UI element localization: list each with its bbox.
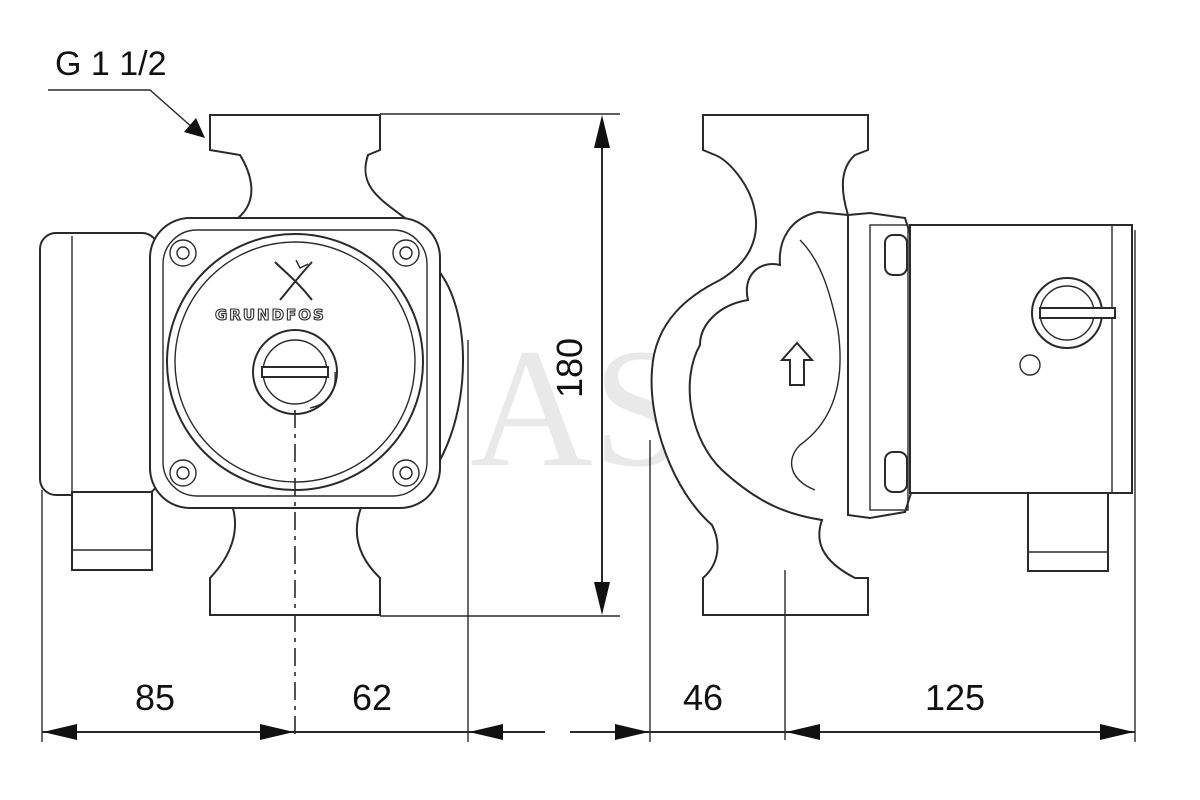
front-cable-gland bbox=[71, 491, 153, 571]
flow-direction-arrow-icon bbox=[779, 341, 815, 386]
watermark-text: AS bbox=[470, 314, 687, 502]
side-flange-clip-bottom bbox=[884, 451, 908, 493]
dimension-side-left-label: 46 bbox=[683, 677, 723, 718]
front-screw-bottom-right bbox=[392, 459, 420, 487]
brand-name-text: GRUNDFOS bbox=[215, 306, 326, 324]
dimension-front-right: 62 bbox=[295, 677, 545, 740]
dimension-side-right: 125 bbox=[785, 677, 1135, 740]
side-indicator-light-icon bbox=[1019, 354, 1041, 376]
front-vent-plug-slot bbox=[261, 366, 329, 378]
front-rotation-arrow-icon bbox=[309, 371, 336, 409]
dimension-height: 180 bbox=[380, 113, 620, 617]
side-flange-clip-top bbox=[884, 234, 908, 276]
side-vent-plug-slot bbox=[1039, 307, 1116, 319]
front-terminal-box bbox=[39, 232, 159, 496]
dimension-side-right-label: 125 bbox=[925, 677, 985, 718]
dimension-side-left: 46 bbox=[570, 677, 785, 740]
connection-leader-line bbox=[48, 89, 194, 129]
side-flange-inner bbox=[869, 224, 909, 511]
side-housing-inner-curve bbox=[790, 239, 841, 491]
side-pump-housing bbox=[650, 114, 869, 616]
front-screw-top-left bbox=[169, 239, 197, 267]
side-cable-gland bbox=[1027, 492, 1109, 572]
dimension-front-left-label: 85 bbox=[135, 677, 175, 718]
dimension-front-right-label: 62 bbox=[352, 677, 392, 718]
dimension-front-left: 85 bbox=[42, 677, 295, 740]
front-view: GRUNDFOS bbox=[39, 114, 464, 735]
connection-label: G 1 1/2 bbox=[55, 45, 167, 83]
front-screw-bottom-left bbox=[169, 459, 197, 487]
front-pump-housing bbox=[209, 114, 409, 219]
dimension-height-label: 180 bbox=[549, 338, 590, 398]
front-housing-bulge bbox=[437, 269, 464, 461]
brand-logo-icon bbox=[274, 259, 313, 301]
front-screw-top-right bbox=[392, 239, 420, 267]
connection-leader-arrowhead bbox=[184, 118, 205, 138]
side-view bbox=[650, 114, 1133, 740]
side-motor-body bbox=[909, 224, 1133, 494]
